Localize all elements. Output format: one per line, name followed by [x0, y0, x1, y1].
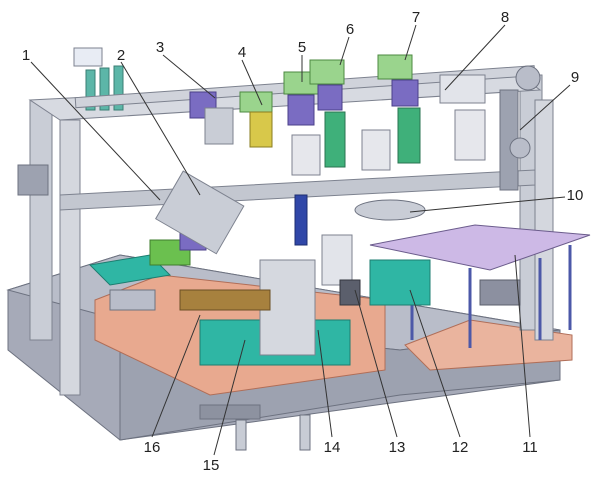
callout-13: 13: [389, 439, 406, 456]
callout-12: 12: [452, 439, 469, 456]
top-modules: [189, 54, 421, 176]
callout-8: 8: [501, 9, 509, 26]
leader-lines: [30, 24, 571, 456]
callout-10: 10: [567, 187, 584, 204]
callout-14: 14: [324, 439, 341, 456]
callout-11: 11: [522, 439, 538, 456]
callout-6: 6: [346, 21, 354, 38]
left-tubes: [73, 47, 124, 111]
callout-16: 16: [144, 439, 161, 456]
rotary-table: [354, 199, 426, 221]
callout-3: 3: [156, 39, 164, 56]
callout-1: 1: [22, 47, 30, 64]
fixtures: [88, 170, 431, 366]
orange-plate-right: [404, 319, 573, 371]
callout-2: 2: [117, 47, 125, 64]
callout-labels: 1 2 3 4 5 6 7 8 9 10 11 12 13 14 15 16: [22, 9, 584, 474]
callout-4: 4: [238, 44, 246, 61]
top-platform: [369, 224, 591, 348]
callout-5: 5: [298, 39, 306, 56]
callout-9: 9: [571, 69, 579, 86]
callout-15: 15: [203, 457, 220, 474]
callout-7: 7: [412, 9, 420, 26]
microscope: [439, 65, 541, 161]
